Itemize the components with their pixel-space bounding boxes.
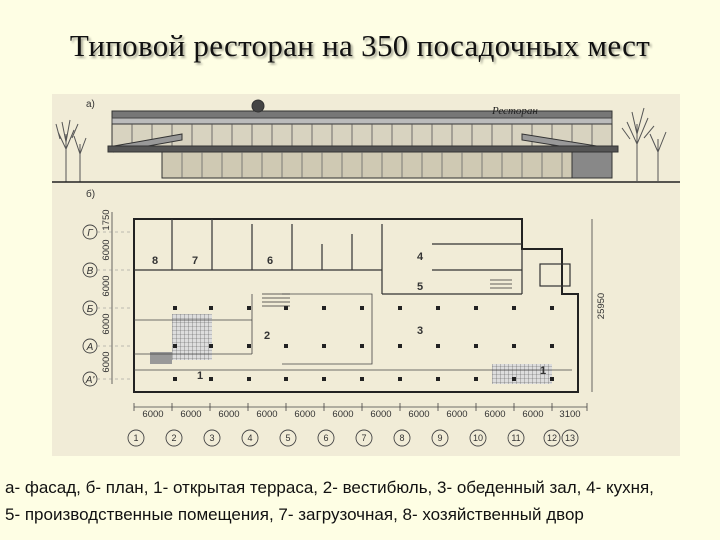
room-label-8: 8 — [152, 255, 158, 267]
dim-bottom-3: 6000 — [218, 409, 239, 420]
col-axis-5: 5 — [285, 433, 290, 443]
facade-tag: а) — [86, 99, 95, 110]
floor-plan: б) 1750 6000 6000 6000 6000 Г В Б А А' — [82, 188, 607, 447]
col-axis-13: 13 — [565, 433, 575, 443]
col-axis-9: 9 — [437, 433, 442, 443]
restaurant-sign: Ресторан — [491, 105, 538, 117]
dim-bottom-8: 6000 — [408, 409, 429, 420]
dim-left-1: 1750 — [101, 209, 112, 230]
room-label-1a: 1 — [197, 370, 203, 382]
col-axis-11: 11 — [511, 433, 520, 443]
plan-tag: б) — [86, 188, 95, 200]
caption-line-2: 5- производственные помещения, 7- загруз… — [5, 505, 584, 524]
dim-bottom-5: 6000 — [294, 409, 315, 420]
col-axis-3: 3 — [209, 433, 214, 443]
row-axis-A-prime: А' — [85, 375, 96, 386]
caption-line-1: а- фасад, б- план, 1- открытая терраса, … — [5, 478, 654, 497]
row-axis-B: Б — [87, 304, 94, 315]
row-axis-G: Г — [87, 228, 94, 239]
col-axis-7: 7 — [361, 433, 366, 443]
drawing-svg: а) Ресторан — [52, 99, 680, 447]
dim-left-3: 6000 — [101, 275, 112, 296]
col-axis-6: 6 — [323, 433, 328, 443]
dim-bottom-9: 6000 — [446, 409, 467, 420]
dim-left-5: 6000 — [101, 351, 112, 372]
dim-left-4: 6000 — [101, 313, 112, 334]
dim-bottom-7: 6000 — [370, 409, 391, 420]
room-label-5: 5 — [417, 281, 423, 293]
room-label-4: 4 — [417, 251, 424, 263]
room-label-7: 7 — [192, 255, 198, 267]
row-axis-A: А — [86, 342, 94, 353]
dim-bottom-11: 6000 — [522, 409, 543, 420]
col-axis-10: 10 — [473, 433, 483, 443]
dim-bottom-10: 6000 — [484, 409, 505, 420]
facade-elevation: а) Ресторан — [52, 99, 680, 183]
col-axis-8: 8 — [399, 433, 404, 443]
room-label-3: 3 — [417, 325, 423, 337]
col-axis-4: 4 — [247, 433, 252, 443]
tree-right-icon — [621, 107, 667, 182]
room-label-1b: 1 — [540, 365, 546, 377]
dim-bottom-2: 6000 — [180, 409, 201, 420]
figure-caption: а- фасад, б- план, 1- открытая терраса, … — [5, 474, 717, 528]
col-axis-2: 2 — [171, 433, 176, 443]
col-axis-12: 12 — [547, 433, 557, 443]
room-label-6: 6 — [267, 255, 273, 267]
slide-title: Типовой ресторан на 350 посадочных мест — [69, 28, 651, 63]
architectural-drawing: а) Ресторан — [52, 94, 680, 456]
tree-left-icon — [55, 119, 87, 182]
dim-left-2: 6000 — [101, 239, 112, 260]
col-axis-1: 1 — [133, 433, 138, 443]
dim-bottom-1: 6000 — [142, 409, 163, 420]
row-axis-V: В — [87, 266, 94, 277]
dim-bottom-12: 3100 — [559, 409, 580, 420]
dim-bottom-6: 6000 — [332, 409, 353, 420]
dim-bottom-4: 6000 — [256, 409, 277, 420]
emblem-icon — [251, 99, 265, 113]
room-label-2: 2 — [264, 330, 270, 342]
dim-total-right: 25950 — [596, 293, 607, 319]
